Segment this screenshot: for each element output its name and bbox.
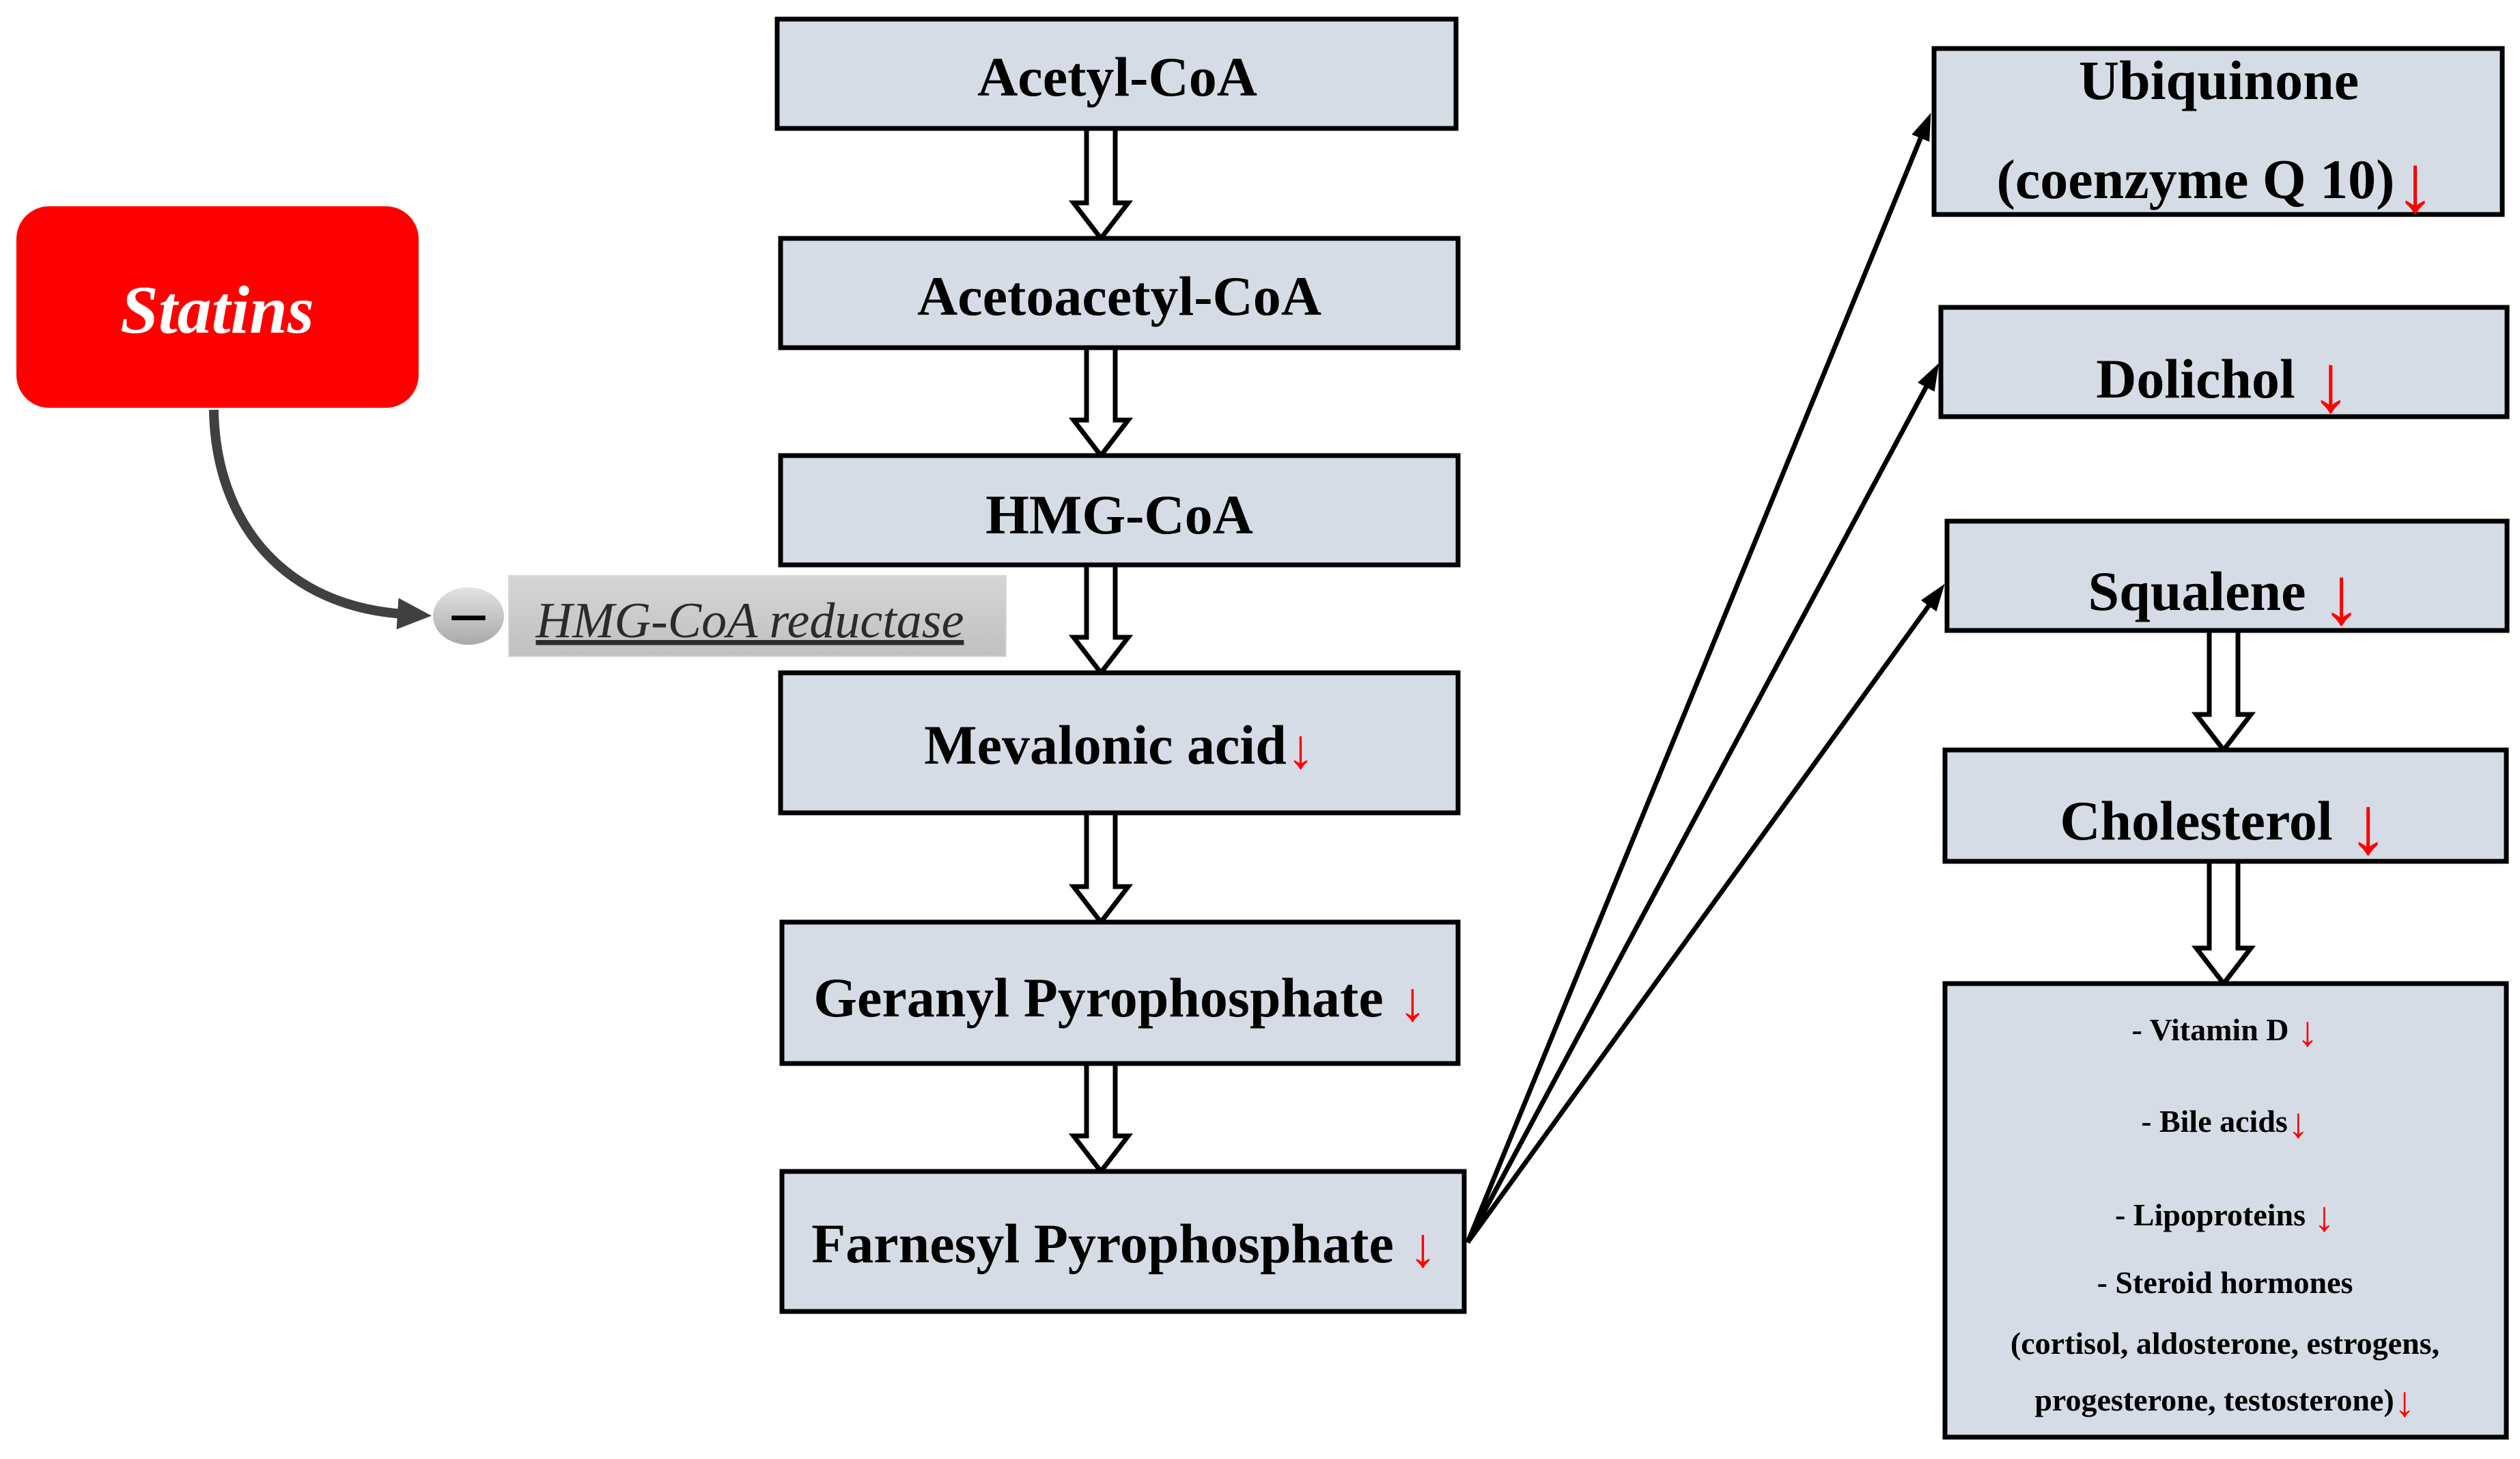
- ubiquinone-line2-text: (coenzyme Q 10)↓: [1997, 139, 2436, 230]
- derivative-steroid-hormones-decrease: ↓: [2394, 1379, 2416, 1426]
- cholesterol-derivatives-box: [1942, 981, 2509, 1440]
- acetoacetyl-coa-box: [778, 236, 1461, 350]
- inhibition-circle: [433, 587, 504, 645]
- arrow-farnesyl-to-ubiquinone: [1465, 113, 1931, 1244]
- geranyl-pp-box: [779, 919, 1461, 1066]
- hmg-coa-box: [778, 453, 1461, 568]
- derivative-steroid-hormones: - Steroid hormones: [2097, 1265, 2353, 1300]
- cholesterol-decrease: ↓: [2348, 780, 2389, 871]
- farnesyl-pp-decrease: ↓: [1409, 1217, 1437, 1279]
- flow-arrow-squalene-to-cholesterol: [2191, 628, 2256, 754]
- dolichol-box: [1938, 305, 2510, 419]
- derivative-bile-acids-label: - Bile acids: [2141, 1104, 2288, 1139]
- ubiquinone-decrease: ↓: [2394, 139, 2435, 230]
- statins-node: Statins: [16, 206, 419, 408]
- acetoacetyl-coa-label: Acetoacetyl-CoA: [917, 265, 1321, 327]
- derivative-steroid-list-2: progesterone, testosterone)↓: [2034, 1379, 2415, 1426]
- arrow-farnesyl-to-dolichol: [1465, 363, 1940, 1244]
- farnesyl-pp-box: [779, 1169, 1467, 1314]
- flow-arrow-mevalonic-to-geranyl: [1068, 810, 1134, 926]
- geranyl-pp-text: Geranyl Pyrophosphate↓: [813, 967, 1427, 1033]
- squalene-box: [1944, 518, 2510, 633]
- enzyme-label: HMG-CoA reductase: [535, 593, 964, 649]
- derivative-lipoproteins: - Lipoproteins↓: [2115, 1194, 2335, 1240]
- flow-arrow-geranyl-to-farnesyl: [1068, 1061, 1134, 1176]
- enzyme-box: [508, 575, 1007, 657]
- ubiquinone-line1: Ubiquinone: [2079, 49, 2359, 111]
- statins-box: [16, 206, 419, 408]
- mevalonic-acid-label: Mevalonic acid: [924, 714, 1287, 776]
- farnesyl-pp-text: Farnesyl Pyrophosphate↓: [811, 1212, 1437, 1279]
- mevalonic-acid-box: [778, 670, 1461, 816]
- squalene-label: Squalene: [2088, 560, 2306, 622]
- squalene-text: Squalene↓: [2088, 551, 2362, 641]
- derivative-bile-acids-decrease: ↓: [2288, 1100, 2309, 1147]
- mevalonic-acid-text: Mevalonic acid↓: [924, 714, 1315, 780]
- ubiquinone-line2: (coenzyme Q 10): [1997, 148, 2395, 210]
- derivative-lipoproteins-decrease: ↓: [2314, 1194, 2335, 1240]
- statins-label: Statins: [120, 272, 314, 348]
- dolichol-label: Dolichol: [2096, 348, 2295, 410]
- geranyl-pp-decrease: ↓: [1399, 971, 1427, 1033]
- flow-arrow-acetoacetyl-to-hmg: [1068, 345, 1134, 460]
- flow-arrow-cholesterol-to-derivatives: [2191, 859, 2256, 988]
- dolichol-decrease: ↓: [2310, 338, 2351, 429]
- farnesyl-pp-label: Farnesyl Pyrophosphate: [811, 1212, 1394, 1275]
- arrow-farnesyl-to-squalene: [1466, 583, 1945, 1245]
- hmg-coa-label: HMG-CoA: [985, 484, 1253, 546]
- acetyl-coa-label: Acetyl-CoA: [977, 46, 1257, 108]
- derivative-vitamin-d-decrease: ↓: [2297, 1009, 2319, 1055]
- ubiquinone-box: [1931, 46, 2505, 217]
- derivative-steroid-list-1: (cortisol, aldosterone, estrogens,: [2011, 1326, 2439, 1361]
- mevalonic-acid-decrease: ↓: [1287, 718, 1315, 780]
- flow-arrow-acetyl-to-acetoacetyl: [1068, 126, 1134, 242]
- derivative-steroid-list-2-label: progesterone, testosterone): [2034, 1382, 2394, 1417]
- derivative-lipoproteins-label: - Lipoproteins: [2115, 1197, 2306, 1232]
- dolichol-text: Dolichol↓: [2096, 338, 2351, 429]
- derivative-vitamin-d-label: - Vitamin D: [2132, 1012, 2289, 1047]
- derivative-vitamin-d: - Vitamin D↓: [2132, 1009, 2319, 1055]
- inhibition-arrow: [209, 409, 432, 630]
- cholesterol-text: Cholesterol ↓: [2060, 780, 2388, 871]
- squalene-decrease: ↓: [2321, 551, 2362, 641]
- geranyl-pp-label: Geranyl Pyrophosphate: [813, 967, 1384, 1029]
- cholesterol-box: [1942, 747, 2509, 864]
- inhibition-symbol: –: [451, 574, 486, 648]
- flow-arrow-hmg-to-mevalonic: [1068, 562, 1134, 677]
- acetyl-coa-box: [774, 16, 1459, 131]
- cholesterol-label: Cholesterol: [2060, 790, 2332, 852]
- derivative-bile-acids: - Bile acids↓: [2141, 1100, 2309, 1147]
